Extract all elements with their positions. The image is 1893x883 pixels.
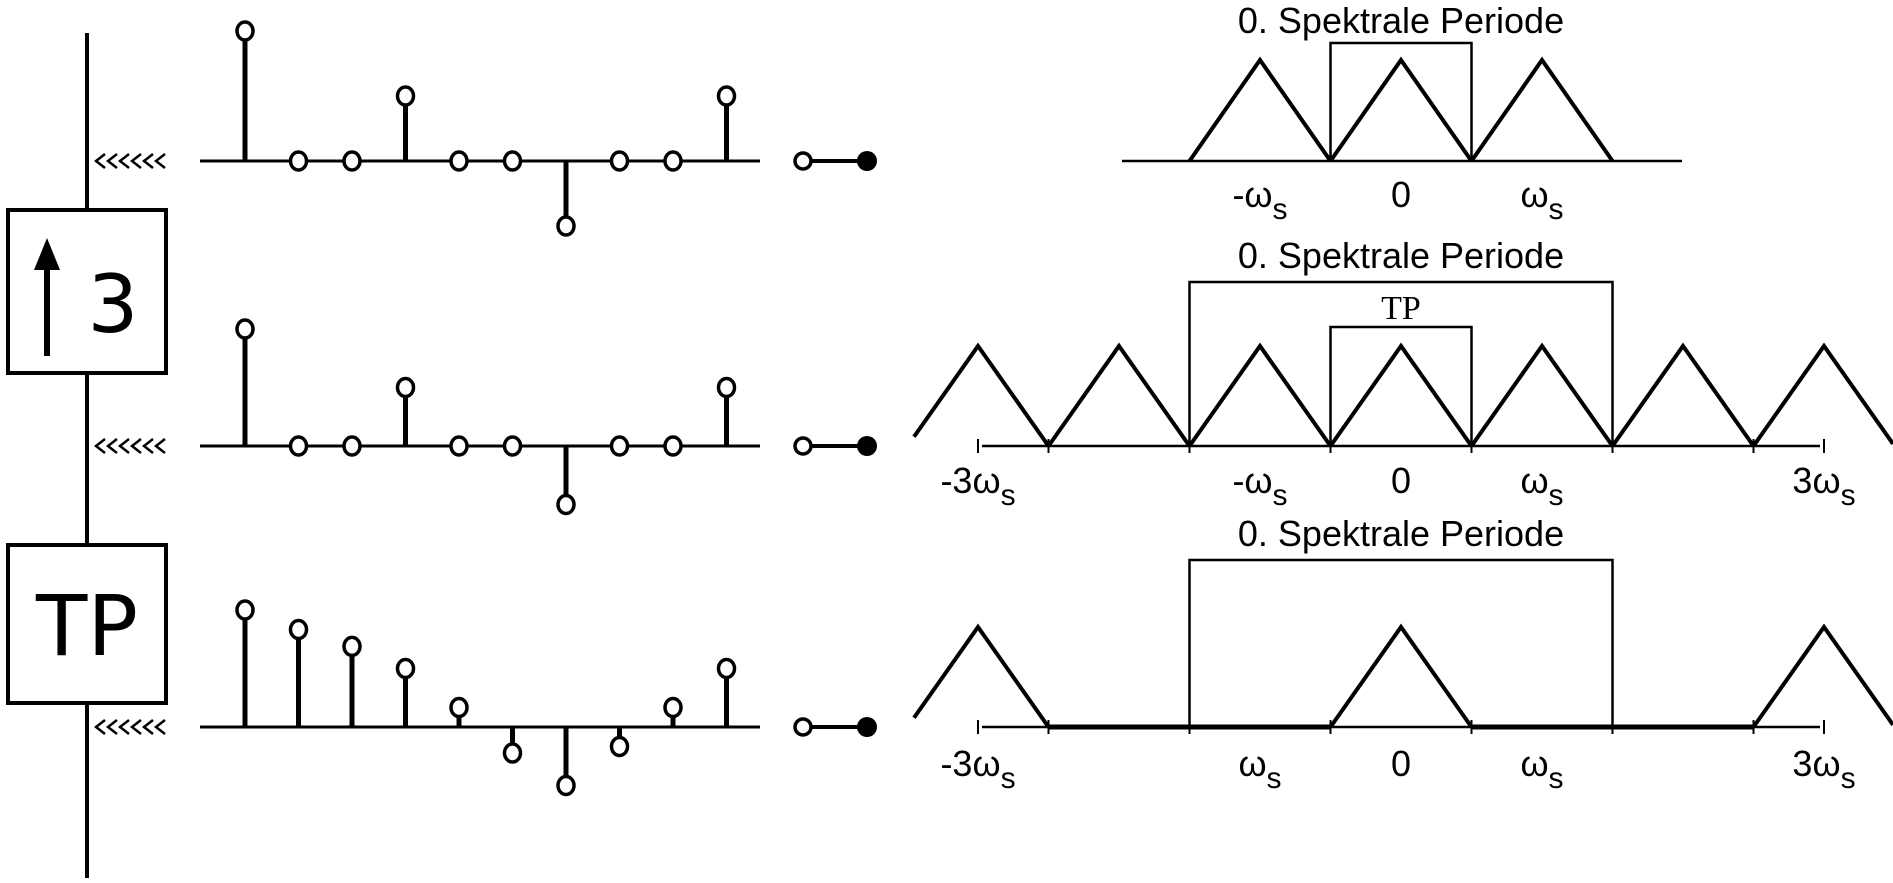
flow-chevron-icon (156, 154, 165, 168)
period-label: 0. Spektrale Periode (1238, 0, 1564, 41)
flow-chevron-icon (96, 439, 105, 453)
sample-marker (558, 496, 574, 514)
flow-chevron-icon (108, 439, 117, 453)
sample-marker (291, 437, 307, 455)
frequency-tick-label: ωs (1238, 743, 1281, 795)
terminal-icon (795, 151, 877, 171)
flow-chevron-icon (120, 439, 129, 453)
period-label: 0. Spektrale Periode (1238, 235, 1564, 276)
terminal-icon (795, 717, 877, 737)
sample-marker (451, 699, 467, 717)
frequency-tick-label: 3ωs (1792, 743, 1855, 795)
flow-chevron-icon (120, 154, 129, 168)
spectral-peak (1754, 346, 1893, 446)
period-bracket (1190, 560, 1613, 727)
frequency-tick-label: 0 (1391, 174, 1411, 215)
spectrum-original: 0. Spektrale Periode -ωs 0 ωs (1122, 0, 1682, 226)
stem-row-upsampled (96, 320, 877, 514)
spectral-peak (1331, 627, 1472, 727)
spectrum-filtered: 0. Spektrale Periode -3ωs ωs 0 ωs 3ωs (914, 513, 1893, 795)
spectral-peak (1613, 346, 1754, 446)
sample-marker (665, 437, 681, 455)
upsampling-factor: 3 (88, 258, 139, 351)
sample-marker (719, 379, 735, 397)
sample-marker (398, 660, 414, 678)
spectral-peak (1472, 60, 1613, 161)
flow-chevron-icon (144, 720, 153, 734)
flow-chevron-icon (132, 439, 141, 453)
sample-marker (237, 320, 253, 338)
spectral-peak (914, 346, 1049, 446)
sample-marker (344, 637, 360, 655)
sample-marker (719, 660, 735, 678)
sample-marker (612, 437, 628, 455)
flow-chevron-icon (144, 439, 153, 453)
sample-marker (558, 217, 574, 235)
terminal-icon (795, 436, 877, 456)
flow-chevron-icon (132, 720, 141, 734)
flow-chevron-icon (108, 154, 117, 168)
frequency-tick-label: -ωs (1232, 460, 1287, 512)
sample-marker (612, 152, 628, 170)
sample-marker (505, 744, 521, 762)
sample-marker (665, 699, 681, 717)
flow-chevron-icon (156, 720, 165, 734)
sample-marker (237, 601, 253, 619)
frequency-tick-label: ωs (1520, 174, 1563, 226)
sample-marker (291, 621, 307, 639)
flow-chevron-icon (132, 154, 141, 168)
sample-marker (398, 87, 414, 105)
spectral-peak (1754, 627, 1893, 727)
spectral-peak (1049, 346, 1190, 446)
sample-marker (237, 22, 253, 40)
frequency-tick-label: -ωs (1232, 174, 1287, 226)
flow-chevron-icon (156, 439, 165, 453)
spectral-peak (1190, 60, 1331, 161)
stem-row-filtered (96, 601, 877, 795)
flow-chevron-icon (96, 720, 105, 734)
sample-marker (451, 152, 467, 170)
frequency-tick-label: ωs (1520, 743, 1563, 795)
lowpass-block: TP (8, 545, 166, 703)
sample-marker (719, 87, 735, 105)
sample-marker (665, 152, 681, 170)
spectral-peak (1331, 346, 1472, 446)
flow-chevron-icon (120, 720, 129, 734)
sample-marker (612, 738, 628, 756)
lowpass-band-label: TP (1381, 290, 1421, 327)
stem-plots (96, 22, 877, 795)
spectral-peak (1472, 346, 1613, 446)
frequency-tick-label: -3ωs (940, 460, 1015, 512)
sample-marker (505, 152, 521, 170)
frequency-tick-label: -3ωs (940, 743, 1015, 795)
spectral-peak (914, 627, 1049, 727)
lowpass-label: TP (35, 577, 138, 675)
spectral-peak (1331, 60, 1472, 161)
sample-marker (451, 437, 467, 455)
frequency-tick-label: 0 (1391, 743, 1411, 784)
upsampler-block: 3 (8, 210, 166, 373)
stem-row-original (96, 22, 877, 235)
frequency-tick-label: 0 (1391, 460, 1411, 501)
flow-chevron-icon (108, 720, 117, 734)
frequency-tick-label: 3ωs (1792, 460, 1855, 512)
sample-marker (291, 152, 307, 170)
sample-marker (398, 379, 414, 397)
flow-chevron-icon (144, 154, 153, 168)
sample-marker (344, 152, 360, 170)
sample-marker (505, 437, 521, 455)
spectral-peak (1190, 346, 1331, 446)
frequency-tick-label: ωs (1520, 460, 1563, 512)
flow-chevron-icon (96, 154, 105, 168)
sample-marker (344, 437, 360, 455)
sample-marker (558, 777, 574, 795)
period-label: 0. Spektrale Periode (1238, 513, 1564, 554)
